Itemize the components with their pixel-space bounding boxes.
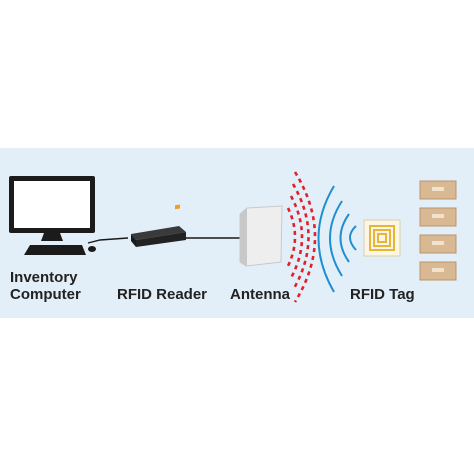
inventory-computer-label-line2: Computer — [10, 286, 81, 303]
antenna-panel-icon — [239, 205, 283, 267]
rfid-tag-label: RFID Tag — [350, 286, 415, 303]
keyboard-icon — [24, 245, 86, 255]
antenna-label: Antenna — [230, 286, 290, 303]
mouse-icon — [88, 246, 96, 252]
rfid-reader-icon — [131, 204, 186, 247]
tag-response-waves — [317, 185, 357, 293]
rfid-tag-icon — [363, 219, 401, 257]
inventory-computer-label-line1: Inventory — [10, 269, 78, 286]
computer-to-reader-cable — [87, 237, 129, 244]
antenna-signal-waves — [286, 171, 317, 303]
package-icon — [419, 261, 457, 281]
package-icon — [419, 180, 457, 200]
inventory-computer-label: Inventory Computer — [10, 269, 81, 303]
package-icon — [419, 234, 457, 254]
package-icon — [419, 207, 457, 227]
rfid-reader-label: RFID Reader — [117, 286, 208, 303]
desktop-computer-icon — [9, 176, 95, 241]
